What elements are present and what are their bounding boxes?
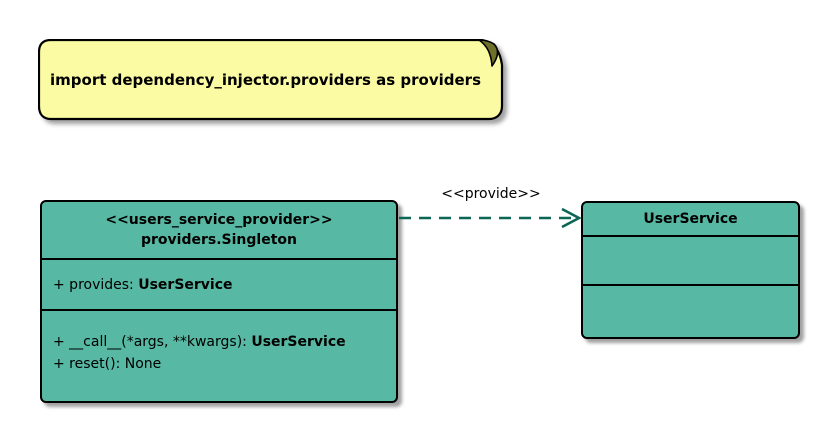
provide-arrow <box>399 207 582 229</box>
class-attributes-compartment: + provides: UserService <box>42 260 396 311</box>
method-reset: + reset(): None <box>53 353 385 375</box>
method-call: + __call__(*args, **kwargs): UserService <box>53 331 385 353</box>
note-fold-icon <box>478 39 499 67</box>
class-name: providers.Singleton <box>141 232 297 248</box>
class-stereotype: <<users_service_provider>> <box>105 212 333 228</box>
class-name: UserService <box>643 211 738 227</box>
note-shape <box>38 39 504 121</box>
member-text: + provides: <box>53 276 139 293</box>
member-type: UserService <box>138 276 233 293</box>
class-methods-compartment: + __call__(*args, **kwargs): UserService… <box>42 311 396 375</box>
class-attributes-compartment-empty <box>583 237 798 286</box>
class-header: UserService <box>583 203 798 237</box>
class-providers-singleton: <<users_service_provider>> providers.Sin… <box>40 200 398 403</box>
class-userservice: UserService <box>581 201 800 339</box>
class-methods-compartment-empty <box>583 286 798 335</box>
note-text: import dependency_injector.providers as … <box>50 70 482 89</box>
edge-label-provide: <<provide>> <box>441 186 541 202</box>
member-text: + __call__(*args, **kwargs): <box>53 334 252 350</box>
member-type: UserService <box>251 334 346 350</box>
attribute-provides: + provides: UserService <box>53 277 233 293</box>
class-header: <<users_service_provider>> providers.Sin… <box>42 202 396 260</box>
member-text: + reset(): None <box>53 356 162 372</box>
note-import-providers: import dependency_injector.providers as … <box>38 39 508 127</box>
arrow-head-icon <box>561 207 582 229</box>
